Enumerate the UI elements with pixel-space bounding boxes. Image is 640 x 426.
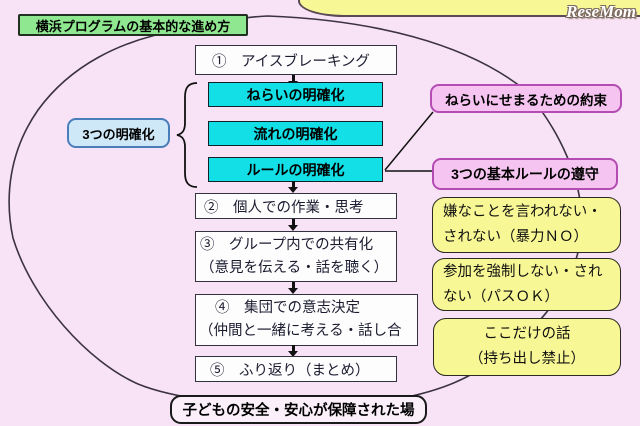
step3-group-sharing-box: ③ グループ内での共有化 （意見を伝える・話を聴く） (195, 231, 397, 282)
step2-individual-work-box: ② 個人での作業・思考 (195, 193, 397, 219)
step5-reflection-box: ⑤ ふり返り（まとめ） (195, 356, 397, 382)
step4-line2: （仲間と一緒に考える・話し合 (199, 323, 402, 339)
rule3-line2: （持ち出し禁止） (469, 351, 585, 367)
clarify-aim-box: ねらいの明確化 (208, 82, 383, 107)
step3-line2: （意見を伝える・話を聴く） (200, 259, 389, 276)
step4-group-decision-box: ④ 集団での意志決定 （仲間と一緒に考える・話し合 (195, 294, 418, 346)
rule1-line2: されない（暴力ＮＯ） (443, 229, 588, 245)
step1-icebreaking-box: ① アイスブレーキング (195, 45, 397, 75)
flow-arrow-icon (288, 219, 299, 231)
rule-item-box: ここだけの話 （持ち出し禁止） (433, 318, 621, 376)
flow-arrow-icon (288, 282, 299, 294)
connector-rule-to-promise (384, 111, 434, 171)
flow-arrow-icon (288, 181, 299, 193)
flow-arrow-icon (288, 345, 299, 357)
three-clarifications-label: 3つの明確化 (67, 118, 170, 148)
clarify-flow-box: 流れの明確化 (208, 121, 383, 146)
brace-icon (176, 82, 198, 188)
rule-item-box: 嫌なことを言われない・ されない（暴力ＮＯ） (432, 197, 621, 253)
safety-footer-box: 子どもの安全・安心が保障された場 (170, 395, 427, 424)
step4-line1: ④ 集団での意志決定 (215, 300, 360, 316)
rule-item-box: 参加を強制しない・され ない（パスＯＫ） (432, 258, 621, 311)
rule1-line1: 嫌なことを言われない・ (443, 204, 602, 220)
rule3-line1: ここだけの話 (483, 326, 571, 342)
promise-box: ねらいにせまるための約束 (430, 84, 622, 113)
resemom-logo: ReseMom (566, 2, 636, 21)
step3-line1: ③ グループ内での共有化 (200, 236, 374, 253)
page-title: 横浜プログラムの基本的な進め方 (18, 14, 248, 36)
rule2-line2: ない（パスＯＫ） (443, 288, 559, 305)
rule2-line1: 参加を強制しない・され (443, 263, 603, 280)
clarify-rule-box: ルールの明確化 (208, 157, 383, 182)
rules-header-box: 3つの基本ルールの遵守 (432, 158, 618, 190)
